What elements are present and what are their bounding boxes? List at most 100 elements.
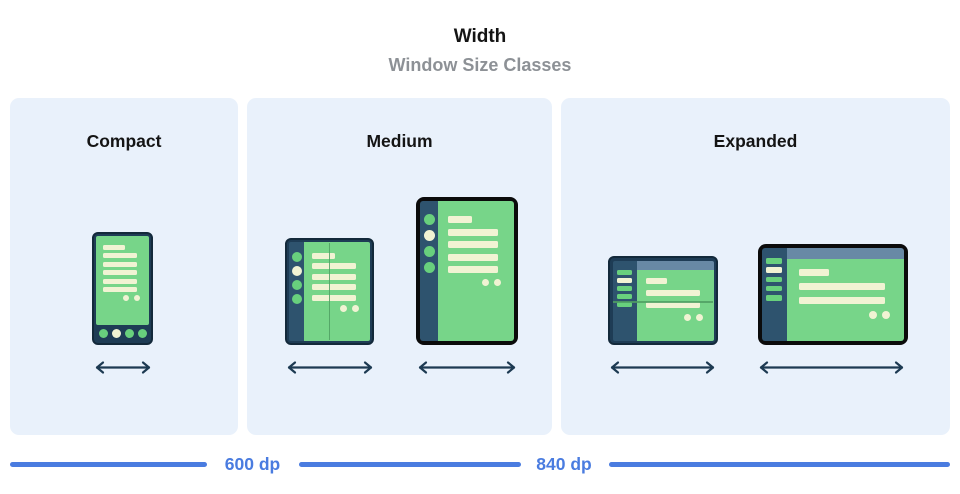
diagram-title: Width [453, 26, 507, 47]
action-dot [494, 278, 501, 286]
nav-dot [291, 280, 302, 290]
width-arrow-icon [759, 361, 904, 374]
content-line [103, 278, 137, 284]
action-dot [482, 278, 489, 286]
sidebar-item-bar [766, 285, 782, 292]
content-line [645, 277, 667, 284]
content-line [312, 263, 356, 270]
tablet-landscape-device [758, 244, 908, 345]
action-dot [123, 295, 129, 302]
content-line [448, 228, 499, 236]
width-arrow-icon [610, 361, 715, 374]
content-line [312, 294, 356, 301]
fold-crease [613, 301, 713, 303]
panel-expanded: Expanded [561, 98, 950, 435]
content-line [103, 253, 137, 259]
nav-dot [137, 328, 147, 338]
ruler-line [299, 462, 521, 467]
nav-rail [289, 242, 304, 341]
sidebar-item-bar [616, 269, 632, 275]
sidebar [612, 260, 637, 341]
sidebar-item-bar [616, 285, 632, 291]
main-pane [787, 248, 904, 341]
content-line [448, 216, 472, 223]
nav-dot [423, 262, 435, 273]
top-app-bar [636, 260, 714, 270]
width-arrow-icon [287, 361, 373, 374]
action-dots [103, 295, 142, 302]
foldable-open-device [285, 238, 374, 345]
breakpoint-600-label: 600 dp [224, 454, 281, 474]
content-line [312, 284, 356, 291]
sidebar-item-bar [616, 302, 632, 308]
content-line [448, 253, 499, 261]
action-dot [869, 311, 877, 319]
diagram-subtitle: Window Size Classes [388, 55, 572, 75]
tablet-screen [438, 201, 514, 341]
sidebar-item-bar [766, 267, 782, 273]
action-dot [683, 313, 691, 321]
action-dot [352, 304, 359, 312]
nav-bar [96, 325, 149, 341]
action-dot [695, 313, 703, 321]
content-line [448, 241, 499, 248]
content-line [448, 266, 499, 273]
fold-crease [328, 243, 331, 340]
nav-dot [111, 328, 121, 338]
phone-device [92, 232, 153, 345]
sidebar-item-bar [766, 295, 782, 301]
content-pane [787, 259, 904, 341]
diagram-header: Width Window Size Classes [0, 26, 960, 76]
sidebar-item-bar [616, 294, 632, 300]
content-line [103, 270, 137, 276]
content-pane [636, 269, 714, 341]
foldable-screen [304, 242, 370, 341]
content-line [645, 289, 700, 296]
panel-medium: Medium [247, 98, 552, 435]
sidebar-item-bar [766, 276, 782, 283]
tablet-portrait-device [416, 197, 518, 345]
ruler-line [10, 462, 207, 467]
content-line [103, 245, 125, 250]
foldable-landscape-device [608, 256, 718, 345]
main-pane [636, 260, 714, 341]
content-line [645, 301, 700, 308]
action-dot [882, 311, 890, 319]
action-dots [799, 311, 892, 319]
nav-dot [423, 246, 435, 257]
action-dots [312, 304, 362, 312]
nav-rail [420, 201, 438, 341]
sidebar-item-bar [766, 258, 782, 264]
panel-compact-label: Compact [86, 131, 162, 151]
nav-dot [423, 230, 435, 241]
top-app-bar [787, 248, 904, 259]
action-dots [448, 278, 504, 286]
action-dot [340, 304, 347, 312]
nav-dot [98, 328, 108, 338]
content-line [312, 273, 356, 280]
width-arrow-icon [95, 361, 151, 374]
panel-medium-label: Medium [366, 131, 433, 151]
content-line [312, 253, 335, 259]
width-arrow-icon [418, 361, 516, 374]
panel-expanded-label: Expanded [713, 131, 798, 151]
content-line [103, 286, 137, 292]
sidebar [762, 248, 787, 341]
action-dots [646, 313, 705, 321]
ruler-line [609, 462, 950, 467]
breakpoint-840-label: 840 dp [536, 454, 592, 474]
action-dot [134, 295, 140, 302]
nav-dot [291, 294, 302, 304]
nav-dot [423, 214, 435, 225]
phone-screen [96, 236, 149, 325]
content-line [799, 269, 829, 276]
nav-dot [291, 266, 302, 276]
content-line [799, 297, 886, 304]
breakpoint-ruler: 600 dp 840 dp [0, 454, 960, 476]
nav-dot [124, 328, 134, 338]
nav-dot [291, 252, 302, 262]
content-line [799, 283, 886, 290]
sidebar-item-bar [616, 277, 632, 283]
size-class-panels: Compact [10, 98, 950, 435]
